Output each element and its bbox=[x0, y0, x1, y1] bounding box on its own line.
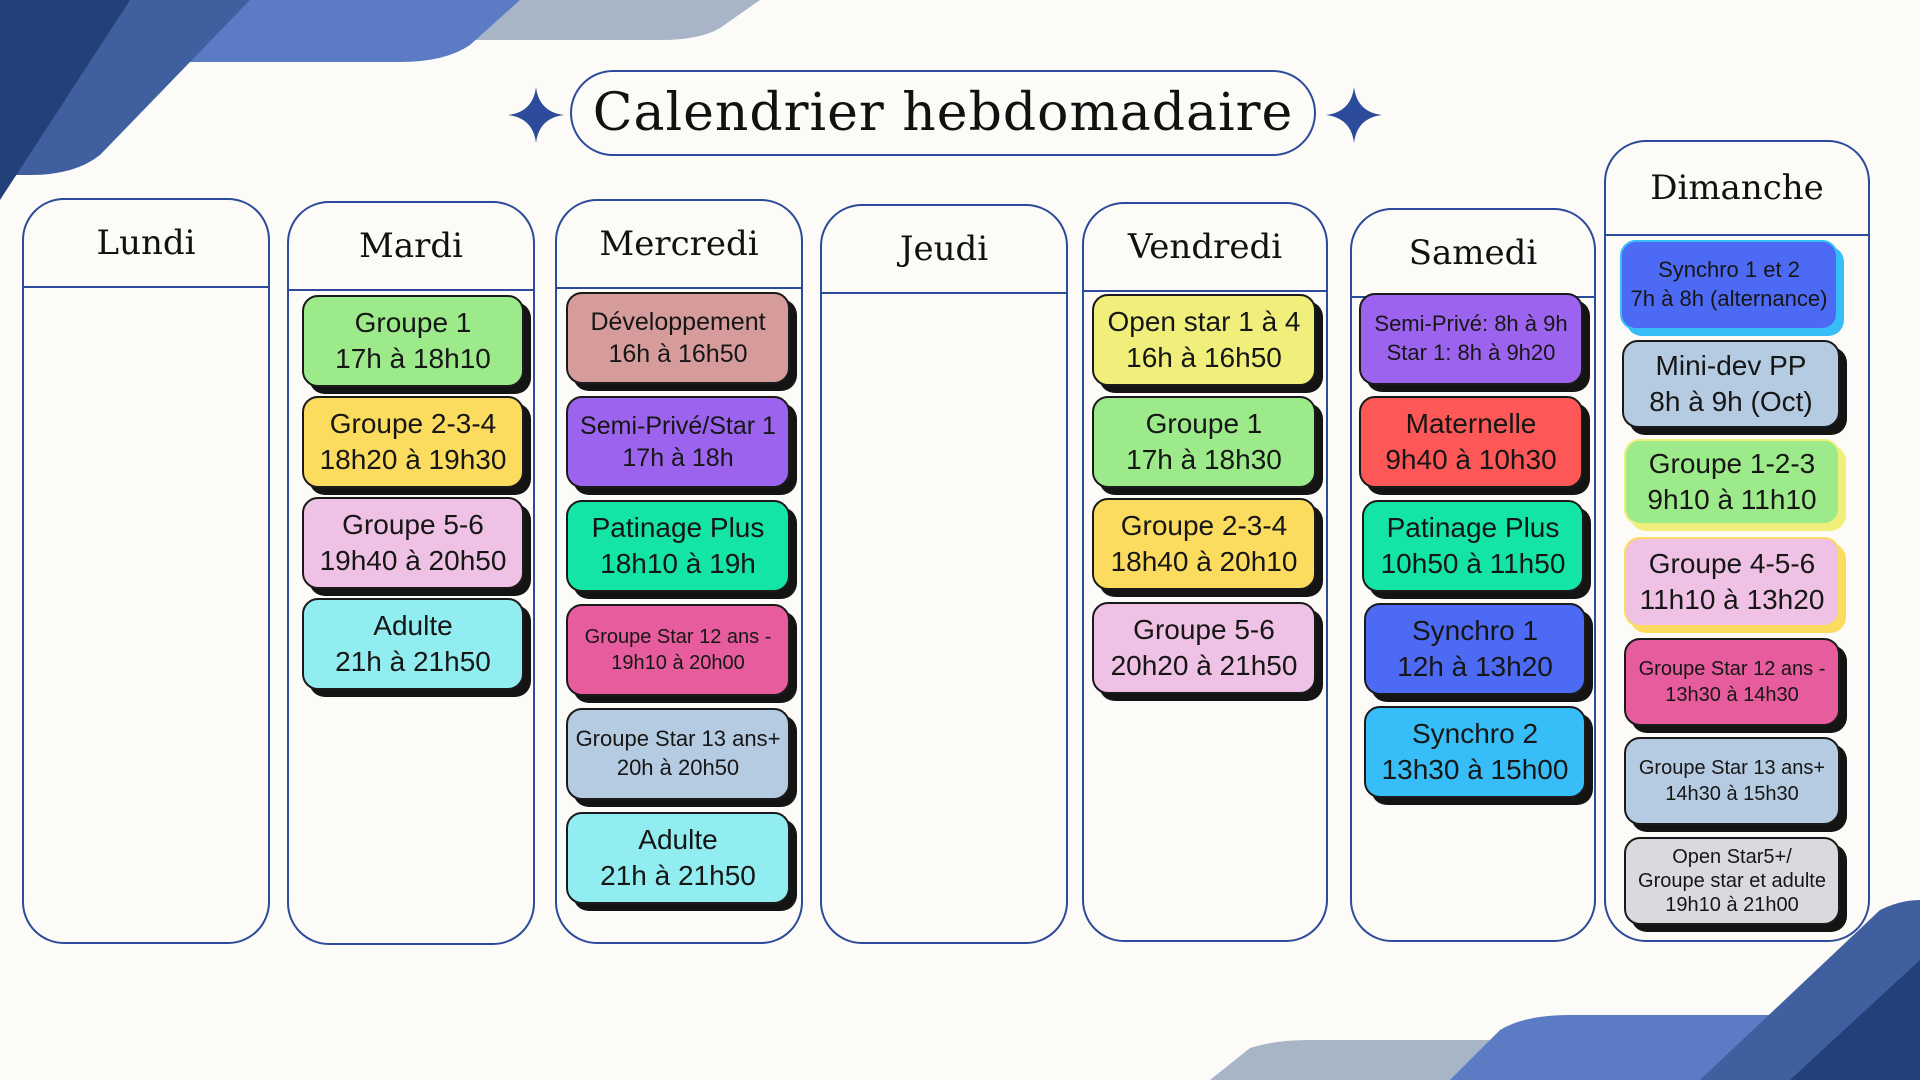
schedule-card[interactable]: Groupe 5-6 19h40 à 20h50 bbox=[302, 497, 524, 589]
card-time: 13h30 à 15h00 bbox=[1381, 754, 1569, 785]
card-time: 17h à 18h10 bbox=[335, 343, 491, 374]
schedule-card[interactable]: Synchro 1 12h à 13h20 bbox=[1364, 603, 1586, 695]
schedule-card[interactable]: Semi-Privé: 8h à 9h Star 1: 8h à 9h20 bbox=[1359, 293, 1583, 385]
card-name: Synchro 1 bbox=[1411, 614, 1539, 646]
day-column-jeudi: Jeudi bbox=[820, 204, 1068, 944]
card-line: Groupe star et adulte bbox=[1638, 870, 1826, 892]
schedule-card[interactable]: Groupe Star 12 ans - 13h30 à 14h30 bbox=[1624, 638, 1840, 726]
day-header-jeudi: Jeudi bbox=[822, 206, 1066, 294]
schedule-card[interactable]: Adulte 21h à 21h50 bbox=[566, 812, 790, 904]
card-time: 13h30 à 14h30 bbox=[1665, 684, 1799, 706]
card-time: 18h10 à 19h bbox=[600, 548, 756, 579]
card-time: 7h à 8h (alternance) bbox=[1630, 286, 1828, 311]
card-name: Groupe 5-6 bbox=[1133, 613, 1275, 645]
day-column-lundi: Lundi bbox=[22, 198, 270, 944]
day-header-dimanche: Dimanche bbox=[1606, 142, 1868, 236]
card-name: Groupe 2-3-4 bbox=[1120, 509, 1288, 541]
schedule-card[interactable]: Groupe 1 17h à 18h30 bbox=[1092, 396, 1316, 488]
schedule-card[interactable]: Open Star5+/ Groupe star et adulte 19h10… bbox=[1624, 837, 1840, 925]
day-header-mardi: Mardi bbox=[289, 203, 533, 291]
card-time: 11h10 à 13h20 bbox=[1639, 584, 1825, 615]
card-time: 10h50 à 11h50 bbox=[1380, 548, 1566, 579]
card-name: Synchro 1 et 2 bbox=[1658, 257, 1800, 283]
card-name: Open star 1 à 4 bbox=[1107, 305, 1301, 337]
card-time: 18h20 à 19h30 bbox=[319, 444, 507, 475]
schedule-card[interactable]: Groupe 1-2-3 9h10 à 11h10 bbox=[1624, 439, 1840, 525]
card-name: Groupe 1 bbox=[354, 306, 472, 338]
page-title: Calendrier hebdomadaire bbox=[592, 83, 1294, 143]
card-name: Maternelle bbox=[1405, 407, 1537, 439]
schedule-card[interactable]: Maternelle 9h40 à 10h30 bbox=[1359, 396, 1583, 488]
card-time: 12h à 13h20 bbox=[1397, 651, 1553, 682]
card-time: 17h à 18h bbox=[622, 444, 734, 472]
schedule-card[interactable]: Groupe Star 13 ans+ 14h30 à 15h30 bbox=[1624, 737, 1840, 825]
schedule-card[interactable]: Groupe 1 17h à 18h10 bbox=[302, 295, 524, 387]
card-name: Patinage Plus bbox=[591, 511, 765, 543]
card-time: 16h à 16h50 bbox=[608, 340, 748, 368]
card-name: Patinage Plus bbox=[1386, 511, 1560, 543]
schedule-card[interactable]: Open star 1 à 4 16h à 16h50 bbox=[1092, 294, 1316, 386]
title-banner: Calendrier hebdomadaire bbox=[570, 70, 1316, 156]
card-time: 9h10 à 11h10 bbox=[1647, 484, 1817, 515]
schedule-card[interactable]: Groupe 2-3-4 18h40 à 20h10 bbox=[1092, 498, 1316, 590]
day-header-samedi: Samedi bbox=[1352, 210, 1594, 298]
card-time: 8h à 9h (Oct) bbox=[1649, 386, 1813, 417]
schedule-card[interactable]: Semi-Privé/Star 1 17h à 18h bbox=[566, 396, 790, 488]
schedule-card[interactable]: Synchro 2 13h30 à 15h00 bbox=[1364, 706, 1586, 798]
card-line: Open Star5+/ bbox=[1672, 846, 1792, 868]
schedule-card[interactable]: Groupe 2-3-4 18h20 à 19h30 bbox=[302, 396, 524, 488]
card-name: Synchro 2 bbox=[1411, 717, 1539, 749]
card-name: Groupe 1 bbox=[1145, 407, 1263, 439]
card-name: Groupe Star 13 ans+ bbox=[1638, 757, 1826, 779]
card-time: 20h20 à 21h50 bbox=[1110, 650, 1298, 681]
card-name: Semi-Privé/Star 1 bbox=[580, 411, 776, 440]
card-time: 14h30 à 15h30 bbox=[1665, 783, 1799, 805]
schedule-card[interactable]: Groupe 5-6 20h20 à 21h50 bbox=[1092, 602, 1316, 694]
card-time: 20h à 20h50 bbox=[616, 755, 740, 780]
card-name: Groupe 2-3-4 bbox=[329, 407, 497, 439]
card-name: Adulte bbox=[373, 609, 453, 641]
schedule-card[interactable]: Patinage Plus 18h10 à 19h bbox=[566, 500, 790, 592]
card-line: Semi-Privé: 8h à 9h bbox=[1374, 311, 1568, 337]
card-time: 18h40 à 20h10 bbox=[1110, 546, 1298, 577]
card-name: Mini-dev PP bbox=[1655, 349, 1807, 381]
card-time: 19h40 à 20h50 bbox=[319, 545, 507, 576]
day-header-vendredi: Vendredi bbox=[1084, 204, 1326, 292]
card-time: 21h à 21h50 bbox=[335, 646, 491, 677]
card-time: 16h à 16h50 bbox=[1126, 342, 1282, 373]
card-time: 19h10 à 20h00 bbox=[611, 652, 745, 674]
sparkle-left-icon bbox=[508, 87, 564, 143]
card-time: 21h à 21h50 bbox=[600, 860, 756, 891]
card-line: 19h10 à 21h00 bbox=[1665, 894, 1799, 916]
schedule-card[interactable]: Synchro 1 et 2 7h à 8h (alternance) bbox=[1620, 240, 1838, 330]
card-name: Groupe 4-5-6 bbox=[1648, 547, 1816, 579]
schedule-card[interactable]: Groupe Star 13 ans+ 20h à 20h50 bbox=[566, 708, 790, 800]
card-name: Groupe 1-2-3 bbox=[1648, 447, 1816, 479]
card-name: Groupe Star 13 ans+ bbox=[575, 726, 781, 752]
schedule-card[interactable]: Groupe Star 12 ans - 19h10 à 20h00 bbox=[566, 604, 790, 696]
card-time: 9h40 à 10h30 bbox=[1385, 444, 1557, 475]
card-name: Développement bbox=[590, 307, 766, 336]
day-header-mercredi: Mercredi bbox=[557, 201, 801, 289]
card-name: Groupe 5-6 bbox=[342, 508, 484, 540]
card-time: 17h à 18h30 bbox=[1126, 444, 1282, 475]
schedule-card[interactable]: Développement 16h à 16h50 bbox=[566, 292, 790, 384]
card-name: Adulte bbox=[638, 823, 718, 855]
day-header-lundi: Lundi bbox=[24, 200, 268, 288]
schedule-card[interactable]: Groupe 4-5-6 11h10 à 13h20 bbox=[1624, 537, 1840, 627]
schedule-card[interactable]: Mini-dev PP 8h à 9h (Oct) bbox=[1622, 340, 1840, 428]
card-line: Star 1: 8h à 9h20 bbox=[1386, 340, 1556, 365]
schedule-card[interactable]: Patinage Plus 10h50 à 11h50 bbox=[1362, 500, 1584, 592]
card-name: Groupe Star 12 ans - bbox=[584, 626, 772, 648]
card-name: Groupe Star 12 ans - bbox=[1638, 658, 1826, 680]
sparkle-right-icon bbox=[1326, 87, 1382, 143]
schedule-card[interactable]: Adulte 21h à 21h50 bbox=[302, 598, 524, 690]
